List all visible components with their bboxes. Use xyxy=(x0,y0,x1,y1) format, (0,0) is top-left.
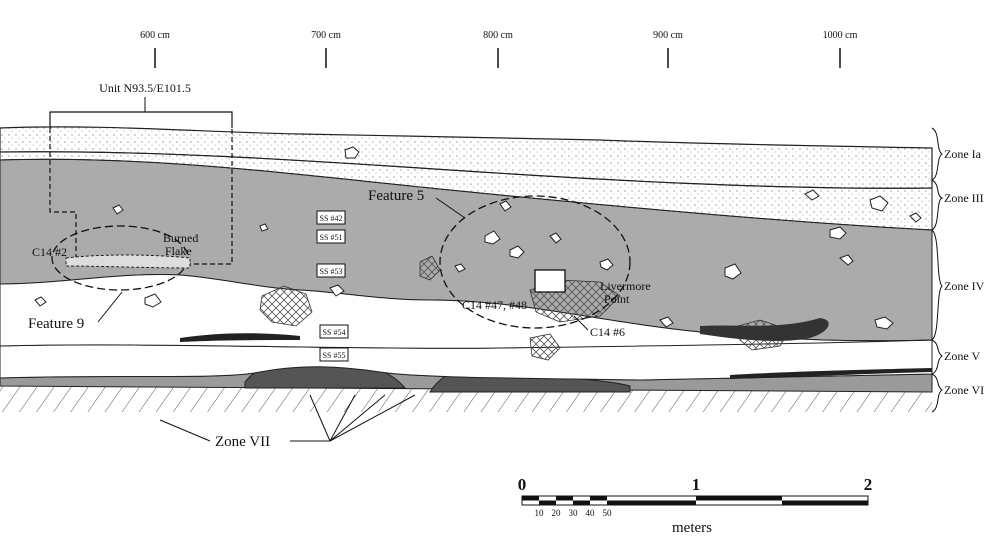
livermore-label-line2: Point xyxy=(604,292,630,306)
zone-v-label: Zone V xyxy=(944,349,980,363)
feature-5-label: Feature 5 xyxy=(368,188,424,204)
livermore-label-line1: Livermore xyxy=(600,279,651,293)
zone-vi-label: Zone VI xyxy=(944,383,984,397)
soil-sample-42-label: SS #42 xyxy=(320,214,343,223)
soil-sample-54-label: SS #54 xyxy=(323,328,346,337)
scale-label-0: 0 xyxy=(518,475,527,494)
distance-mark-1000: 1000 cm xyxy=(823,30,858,68)
scale-minor-10: 10 xyxy=(535,508,545,518)
dark-lenses xyxy=(180,318,829,342)
feature-9-label: Feature 9 xyxy=(28,316,84,332)
scale-label-1: 1 xyxy=(692,475,701,494)
soil-sample-53-label: SS #53 xyxy=(320,267,343,276)
soil-sample-51-label: SS #51 xyxy=(320,233,343,242)
livermore-point-box xyxy=(534,269,566,293)
soil-samples: SS #42 SS #51 SS #53 SS #54 SS #55 xyxy=(316,210,349,362)
c14-2-label: C14 #2 xyxy=(32,245,67,259)
distance-label-800: 800 cm xyxy=(483,30,513,41)
scale-minor-20: 20 xyxy=(552,508,562,518)
zone-ia-layer xyxy=(0,126,933,189)
soil-sample-55: SS #55 xyxy=(319,347,349,362)
scale-minor-40: 40 xyxy=(586,508,596,518)
zone-vii-callout: Zone VII xyxy=(159,394,416,450)
distance-mark-800: 800 cm xyxy=(483,30,513,68)
rocks xyxy=(34,146,922,330)
zone-ia-label: Zone Ia xyxy=(944,147,982,161)
burned-label-line2: Flake xyxy=(165,244,192,258)
scale-minor-50: 50 xyxy=(603,508,613,518)
zone-iv-label: Zone IV xyxy=(944,279,985,293)
distance-label-1000: 1000 cm xyxy=(823,30,858,41)
burned-label-line1: Burned xyxy=(163,231,198,245)
zone-iii-label: Zone III xyxy=(944,191,984,205)
burned-flake-lens xyxy=(65,254,191,269)
distance-label-900: 900 cm xyxy=(653,30,683,41)
distance-label-700: 700 cm xyxy=(311,30,341,41)
soil-sample-54: SS #54 xyxy=(319,324,349,339)
distance-marks: 600 cm 700 cm 800 cm 900 cm 1000 cm xyxy=(140,30,858,68)
zone-vii-layer xyxy=(0,386,932,412)
distance-mark-900: 900 cm xyxy=(653,30,683,68)
c14-6-label: C14 #6 xyxy=(590,325,625,339)
soil-sample-55-label: SS #55 xyxy=(323,351,346,360)
unit-bracket: Unit N93.5/E101.5 xyxy=(49,81,233,128)
scale-label-2: 2 xyxy=(864,475,873,494)
unit-label: Unit N93.5/E101.5 xyxy=(99,81,191,95)
scale-unit-label: meters xyxy=(672,520,712,536)
distance-mark-700: 700 cm xyxy=(311,30,341,68)
soil-sample-42: SS #42 xyxy=(316,210,346,225)
distance-label-600: 600 cm xyxy=(140,30,170,41)
soil-sample-53: SS #53 xyxy=(316,263,346,278)
c14-47-48-label: C14 #47, #48 xyxy=(462,298,527,312)
zone-v-dark-streak xyxy=(730,368,932,379)
zone-labels: Zone Ia Zone III Zone IV Zone V Zone VI xyxy=(931,127,985,413)
scale-bar: 0 1 2 10 20 30 40 50 meters xyxy=(518,475,873,536)
feature-5-boundary xyxy=(439,195,631,329)
soil-sample-51: SS #51 xyxy=(316,229,346,244)
unit-outline xyxy=(49,128,233,265)
distance-mark-600: 600 cm xyxy=(140,30,170,68)
zone-vii-label: Zone VII xyxy=(215,434,270,450)
scale-minor-30: 30 xyxy=(569,508,579,518)
